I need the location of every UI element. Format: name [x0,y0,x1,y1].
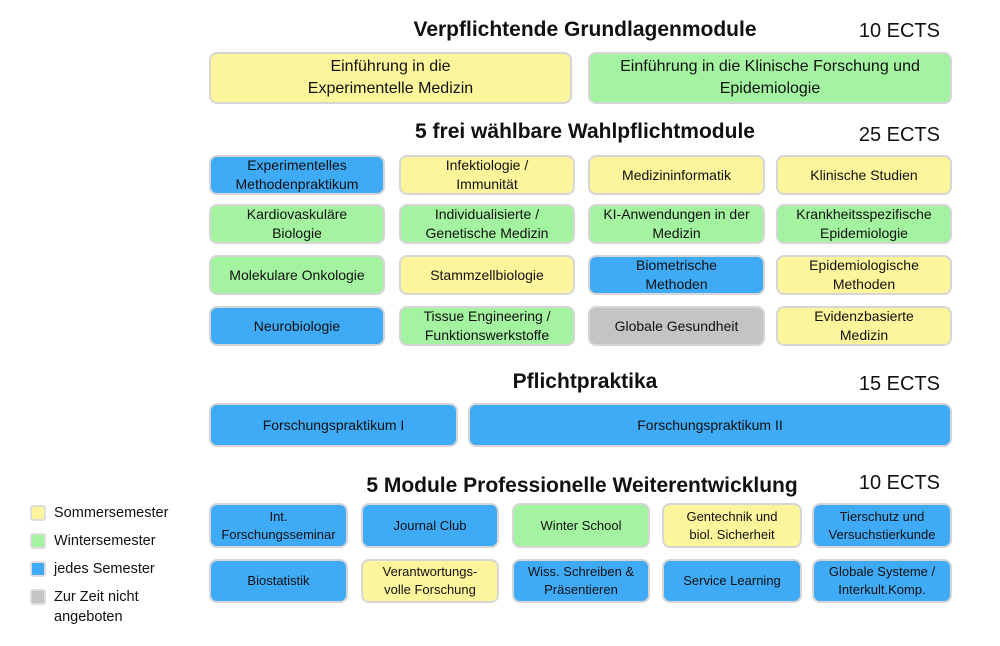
section-title: 5 frei wählbare Wahlpflichtmodule [415,120,755,143]
module-box[interactable]: Journal Club [361,503,499,548]
module-box[interactable]: Experimentelles Methodenpraktikum [209,155,385,195]
legend-item-none: Zur Zeit nicht angeboten [30,587,139,627]
legend-swatch [30,533,46,549]
module-box[interactable]: Forschungspraktikum II [468,403,952,447]
module-box[interactable]: Neurobiologie [209,306,385,346]
module-box[interactable]: Molekulare Onkologie [209,255,385,295]
legend-label: jedes Semester [54,561,155,577]
legend-label: Sommersemester [54,505,169,521]
module-box[interactable]: Infektiologie / Immunität [399,155,575,195]
module-box[interactable]: Gentechnik und biol. Sicherheit [662,503,802,548]
module-box[interactable]: Biometrische Methoden [588,255,765,295]
module-box[interactable]: Verantwortungs- volle Forschung [361,559,499,603]
module-box[interactable]: Einführung in die Klinische Forschung un… [588,52,952,104]
module-box[interactable]: Service Learning [662,559,802,603]
legend-label: Zur Zeit nicht angeboten [54,589,139,625]
legend-item-every: jedes Semester [30,559,155,579]
ects-label: 15 ECTS [858,373,940,395]
module-box[interactable]: Klinische Studien [776,155,952,195]
ects-label: 10 ECTS [858,20,940,42]
module-box[interactable]: KI-Anwendungen in der Medizin [588,204,765,244]
module-box[interactable]: Int. Forschungsseminar [209,503,348,548]
module-box[interactable]: Epidemiologische Methoden [776,255,952,295]
module-box[interactable]: Medizininformatik [588,155,765,195]
section-title: Pflichtpraktika [512,370,658,393]
module-box[interactable]: Einführung in die Experimentelle Medizin [209,52,572,104]
legend-swatch [30,561,46,577]
module-box[interactable]: Stammzellbiologie [399,255,575,295]
module-box[interactable]: Globale Systeme / Interkult.Komp. [812,559,952,603]
module-box[interactable]: Winter School [512,503,650,548]
section-title: 5 Module Professionelle Weiterentwicklun… [366,474,798,497]
module-box[interactable]: Forschungspraktikum I [209,403,458,447]
module-box[interactable]: Kardiovaskuläre Biologie [209,204,385,244]
ects-label: 25 ECTS [858,124,940,146]
legend-label: Wintersemester [54,533,156,549]
legend-item-summer: Sommersemester [30,503,168,523]
legend-item-winter: Wintersemester [30,531,156,551]
module-box[interactable]: Globale Gesundheit [588,306,765,346]
module-box[interactable]: Wiss. Schreiben & Präsentieren [512,559,650,603]
legend-swatch [30,505,46,521]
section-title: Verpflichtende Grundlagenmodule [413,18,757,41]
module-box[interactable]: Tierschutz und Versuchstierkunde [812,503,952,548]
ects-label: 10 ECTS [858,472,940,494]
module-box[interactable]: Evidenzbasierte Medizin [776,306,952,346]
module-box[interactable]: Tissue Engineering / Funktionswerkstoffe [399,306,575,346]
module-box[interactable]: Biostatistik [209,559,348,603]
module-box[interactable]: Individualisierte / Genetische Medizin [399,204,575,244]
legend-swatch [30,589,46,605]
module-box[interactable]: Krankheitsspezifische Epidemiologie [776,204,952,244]
